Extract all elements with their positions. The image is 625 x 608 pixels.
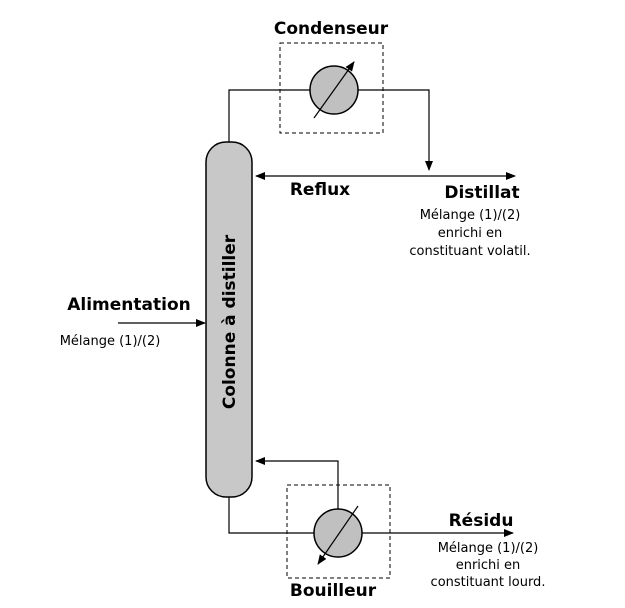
vapor-line — [228, 89, 310, 142]
residue-desc-2: enrichi en — [456, 558, 521, 573]
reboiler-arrow — [317, 505, 359, 565]
reboiler-label: Bouilleur — [290, 581, 377, 601]
condenser-box — [279, 42, 384, 134]
distillate-label: Distillat — [444, 183, 519, 203]
residue-label: Résidu — [449, 511, 514, 531]
feed-desc: Mélange (1)/(2) — [60, 334, 161, 349]
distillate-desc-1: Mélange (1)/(2) — [420, 208, 521, 223]
residue-desc-3: constituant lourd. — [431, 575, 546, 590]
residue-desc-1: Mélange (1)/(2) — [438, 541, 539, 556]
column-label: Colonne à distiller — [220, 234, 240, 409]
distillate-desc-3: constituant volatil. — [409, 244, 530, 259]
condenser-label: Condenseur — [274, 19, 389, 39]
bottoms-line — [228, 497, 314, 534]
reboiler-heat-exchanger — [313, 508, 363, 558]
feed-label: Alimentation — [67, 295, 191, 315]
condensate-line — [358, 89, 433, 171]
reflux-label: Reflux — [290, 180, 350, 200]
distillate-desc-2: enrichi en — [438, 226, 503, 241]
condenser-arrow — [313, 61, 355, 119]
boilup-arrow — [255, 457, 339, 509]
